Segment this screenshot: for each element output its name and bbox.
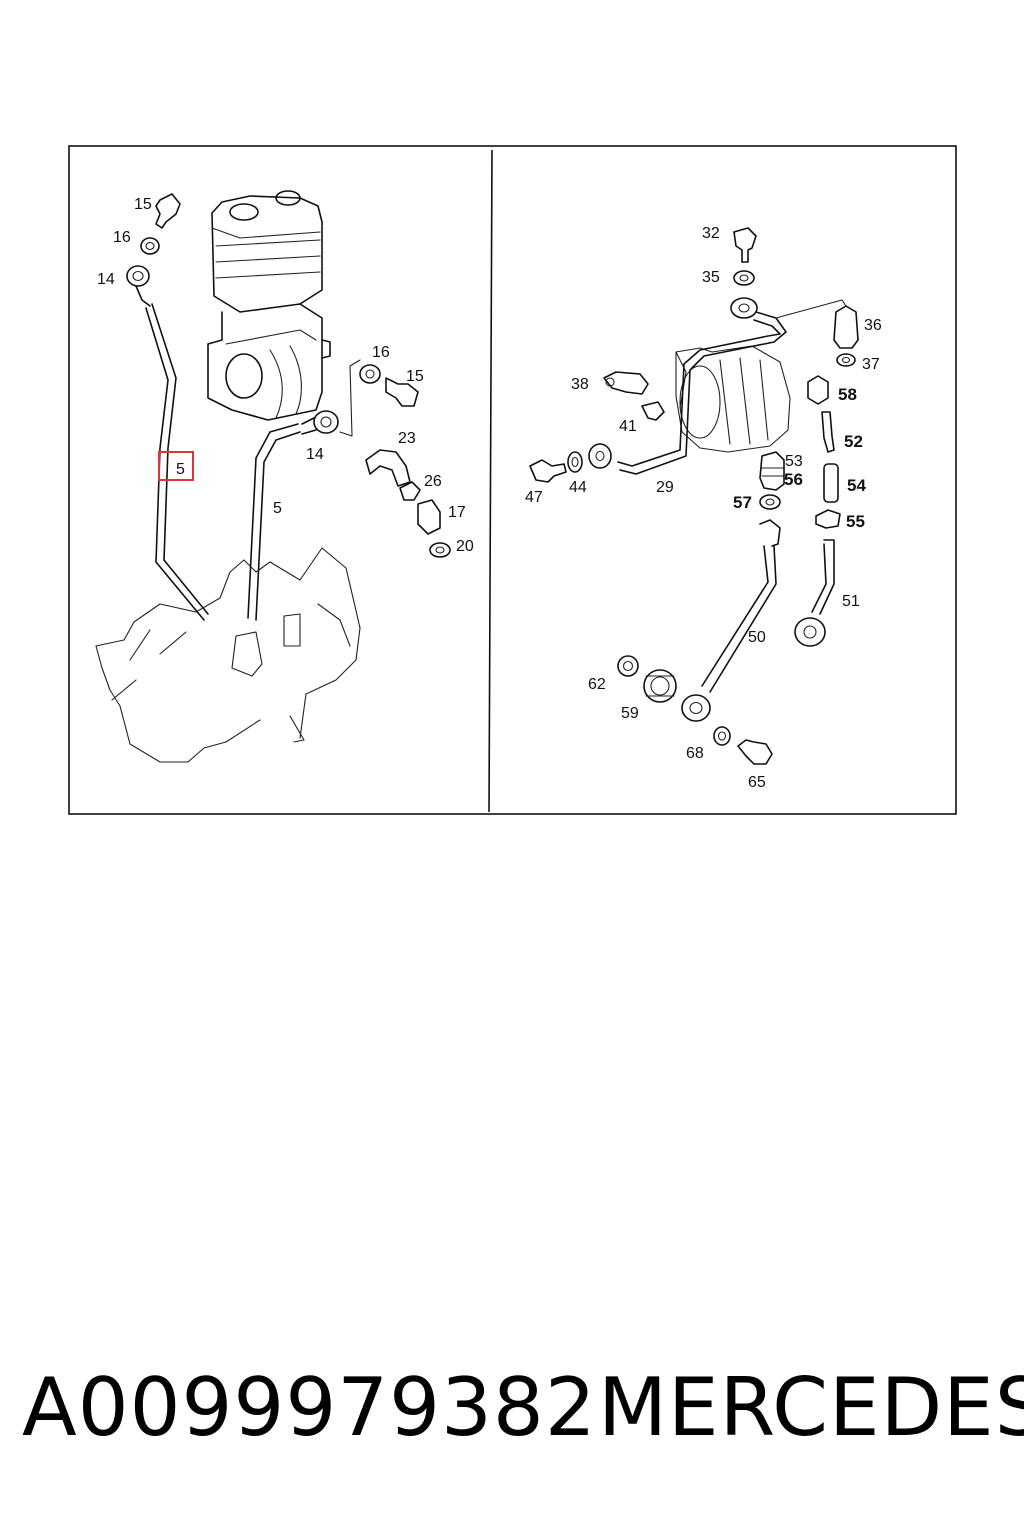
callout-38: 38 [571, 376, 589, 393]
callout-20: 20 [456, 538, 474, 555]
callout-68: 68 [686, 745, 704, 762]
callout-47: 47 [525, 489, 543, 506]
seal-ring-16 [140, 237, 160, 255]
callout-5-highlighted[interactable]: 5 [176, 461, 185, 478]
callout-14-left: 14 [97, 271, 115, 288]
bolt-65 [737, 739, 773, 765]
fitting-17 [417, 499, 441, 535]
callout-29: 29 [656, 479, 674, 496]
callout-51: 51 [842, 593, 860, 610]
banjo-bolt-32 [733, 227, 757, 263]
ring-35 [733, 270, 755, 286]
callout-17: 17 [448, 504, 466, 521]
fitting-55 [815, 509, 841, 529]
callout-23: 23 [398, 430, 416, 447]
callout-59: 59 [621, 705, 639, 722]
callout-58: 58 [838, 385, 857, 404]
callout-16-right: 16 [372, 344, 390, 361]
injection-pump-illustration [95, 547, 361, 763]
ring-20 [429, 542, 451, 558]
turbocharger-illustration [675, 345, 791, 453]
sleeve-54 [823, 463, 839, 503]
union-26 [399, 481, 421, 501]
ring-57 [759, 494, 781, 510]
brand-caption: MERCEDES [598, 1361, 1024, 1454]
panel-divider [488, 149, 493, 813]
diagram-frame [68, 145, 957, 815]
bolt-41 [641, 401, 665, 421]
elbow-fitting-23 [365, 449, 411, 487]
callout-15-right: 15 [406, 368, 424, 385]
callout-26: 26 [424, 473, 442, 490]
oil-line-29 [588, 297, 847, 475]
oil-line-50 [681, 519, 781, 722]
callout-35: 35 [702, 269, 720, 286]
callout-57: 57 [733, 493, 752, 512]
callout-44: 44 [569, 479, 587, 496]
callout-5-center: 5 [273, 500, 282, 517]
ring-44 [567, 451, 583, 473]
compressor-illustration [207, 190, 331, 421]
plug-59 [643, 669, 677, 703]
callout-41: 41 [619, 418, 637, 435]
part-number-caption: A0099979382 [22, 1361, 597, 1454]
leader-bracket [339, 359, 361, 437]
fitting-36 [833, 305, 859, 349]
pipe-line-5-left [126, 265, 209, 621]
callout-15-top: 15 [134, 196, 152, 213]
callout-55: 55 [846, 512, 865, 531]
callout-16-top: 16 [113, 229, 131, 246]
callout-37: 37 [862, 356, 880, 373]
highlight-box-5 [158, 451, 194, 481]
oil-line-51 [794, 539, 835, 647]
ring-62 [617, 655, 639, 677]
left-panel: 15 16 14 16 15 14 23 26 17 20 5 5 [95, 190, 474, 763]
callout-62: 62 [588, 676, 606, 693]
nut-58 [807, 375, 829, 405]
seal-ring-16-right [359, 364, 381, 384]
callout-36: 36 [864, 317, 882, 334]
callout-53: 53 [785, 453, 803, 470]
callout-50: 50 [748, 629, 766, 646]
callout-65: 65 [748, 774, 766, 791]
callout-14-center: 14 [306, 446, 324, 463]
callout-56: 56 [784, 470, 803, 489]
callout-54: 54 [847, 476, 866, 495]
pipe-line-5-center [247, 410, 339, 621]
banjo-bolt-47 [529, 459, 567, 483]
banjo-bolt-15 [155, 193, 181, 229]
banjo-bolt-15-right [385, 377, 419, 407]
ring-68 [713, 726, 731, 746]
connector-53-56 [759, 451, 785, 491]
right-panel: 32 35 36 37 38 41 58 52 47 44 29 53 56 5… [525, 225, 882, 791]
pipe-52 [821, 411, 835, 453]
ring-37 [836, 353, 856, 367]
callout-32: 32 [702, 225, 720, 242]
clip-38 [603, 371, 649, 395]
callout-52: 52 [844, 432, 863, 451]
